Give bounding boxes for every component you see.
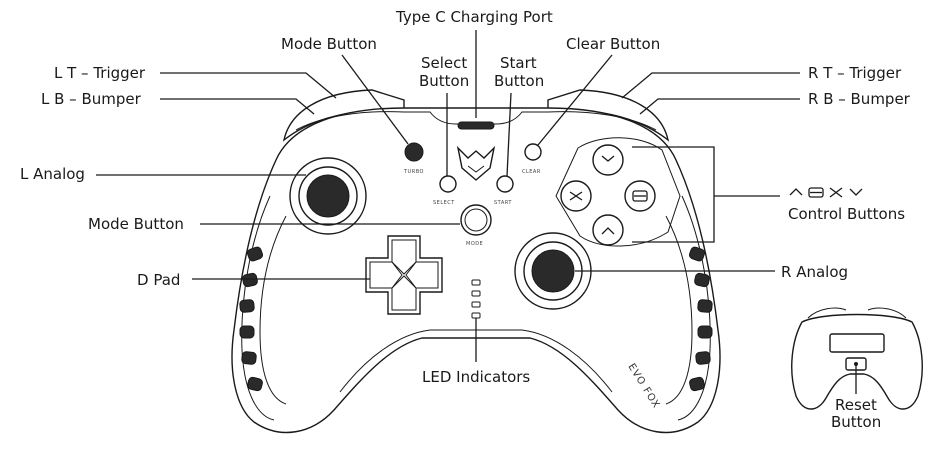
turbo-text: TURBO	[403, 169, 424, 175]
rt-trigger	[547, 89, 670, 142]
left-grip-texture	[239, 195, 287, 421]
label-rb-bumper: R B – Bumper	[808, 90, 911, 108]
led-indicators	[471, 279, 481, 319]
x-glyph-legend-icon	[829, 187, 843, 198]
clear-text: CLEAR	[522, 169, 541, 175]
label-control-buttons: Control Buttons	[788, 205, 905, 223]
label-rt-trigger: R T – Trigger	[808, 64, 902, 82]
face-buttons	[555, 137, 681, 247]
label-d-pad: D Pad	[137, 271, 180, 289]
a-glyph-icon	[601, 227, 615, 235]
rear-view-controller	[791, 307, 923, 410]
label-clear-button: Clear Button	[566, 35, 660, 53]
control-buttons-glyph-legend	[789, 187, 863, 198]
label-led-indicators: LED Indicators	[422, 368, 530, 386]
rb-bumper-line	[547, 111, 657, 131]
d-pad	[365, 235, 443, 315]
b-glyph-icon	[632, 190, 648, 202]
left-analog-stick	[289, 157, 367, 235]
start-text: START	[494, 200, 512, 206]
label-select-line1: Select	[421, 54, 467, 72]
lt-trigger	[282, 89, 405, 142]
fox-logo-icon	[456, 145, 496, 181]
label-start-line1: Start	[500, 54, 537, 72]
y-glyph-icon	[601, 155, 615, 162]
label-lb-bumper: L B – Bumper	[41, 90, 142, 108]
start-button	[496, 175, 514, 193]
a-button	[592, 214, 624, 246]
type-c-port	[457, 121, 495, 130]
lb-bumper-line	[295, 111, 405, 131]
a-glyph-legend-icon	[789, 188, 803, 196]
label-mode-button-mid: Mode Button	[88, 215, 184, 233]
label-mode-button-top: Mode Button	[281, 35, 377, 53]
label-select-line2: Button	[419, 72, 469, 90]
select-button	[439, 175, 457, 193]
select-text: SELECT	[433, 200, 455, 206]
mode-text: MODE	[466, 241, 483, 247]
turbo-button	[404, 142, 424, 162]
y-glyph-legend-icon	[849, 188, 863, 196]
label-r-analog: R Analog	[781, 263, 848, 281]
right-grip-texture	[665, 195, 713, 421]
b-glyph-legend-icon	[808, 187, 824, 198]
label-type-c-port: Type C Charging Port	[395, 8, 553, 26]
label-reset-line2: Button	[831, 413, 881, 431]
clear-button	[524, 143, 542, 161]
label-lt-trigger: L T – Trigger	[54, 64, 146, 82]
label-reset-line1: Reset	[835, 396, 877, 414]
y-button	[592, 144, 624, 176]
x-glyph-icon	[569, 191, 583, 201]
leader-lines	[96, 30, 857, 394]
label-l-analog: L Analog	[20, 165, 85, 183]
label-start-line2: Button	[494, 72, 544, 90]
right-analog-stick	[514, 232, 592, 310]
callout-labels: Type C Charging Port Mode Button Select …	[20, 8, 911, 431]
